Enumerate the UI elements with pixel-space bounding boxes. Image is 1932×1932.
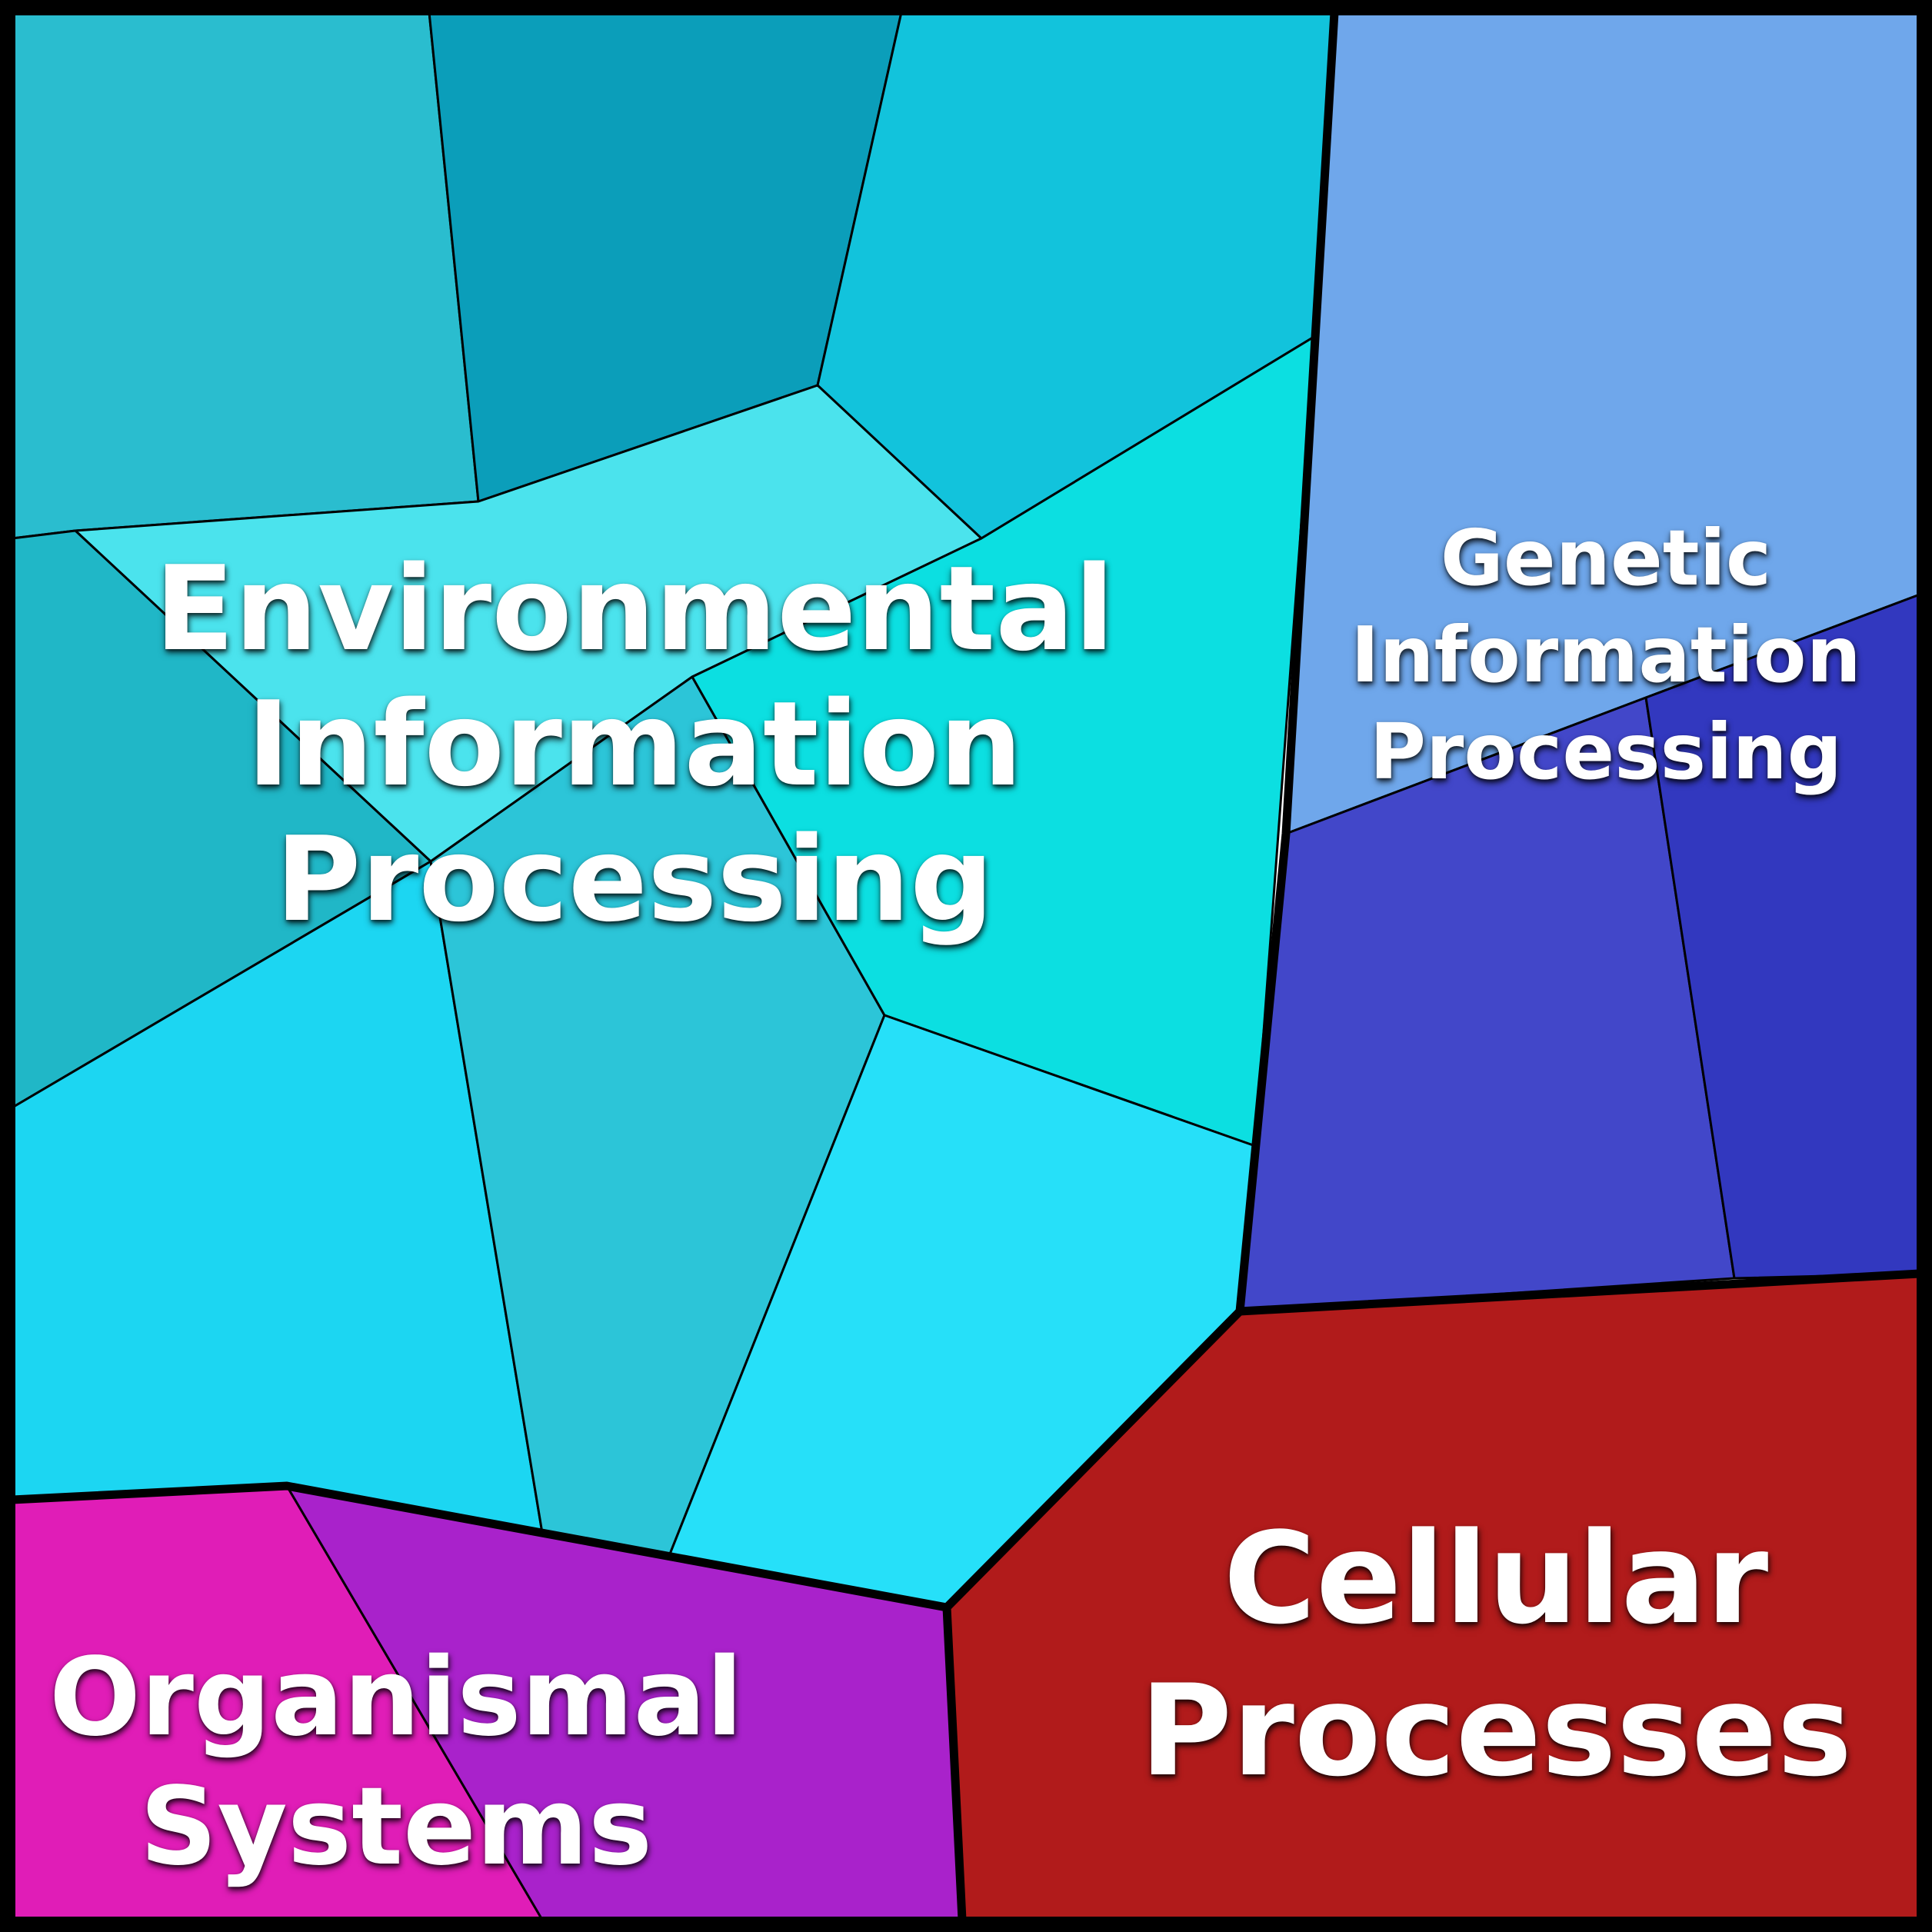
border-eip-gip (1235, 8, 1339, 1316)
border-eip-os (8, 1481, 951, 1612)
border-gip-cp (1235, 1269, 1924, 1316)
cell-eip-1[interactable] (11, 11, 480, 540)
